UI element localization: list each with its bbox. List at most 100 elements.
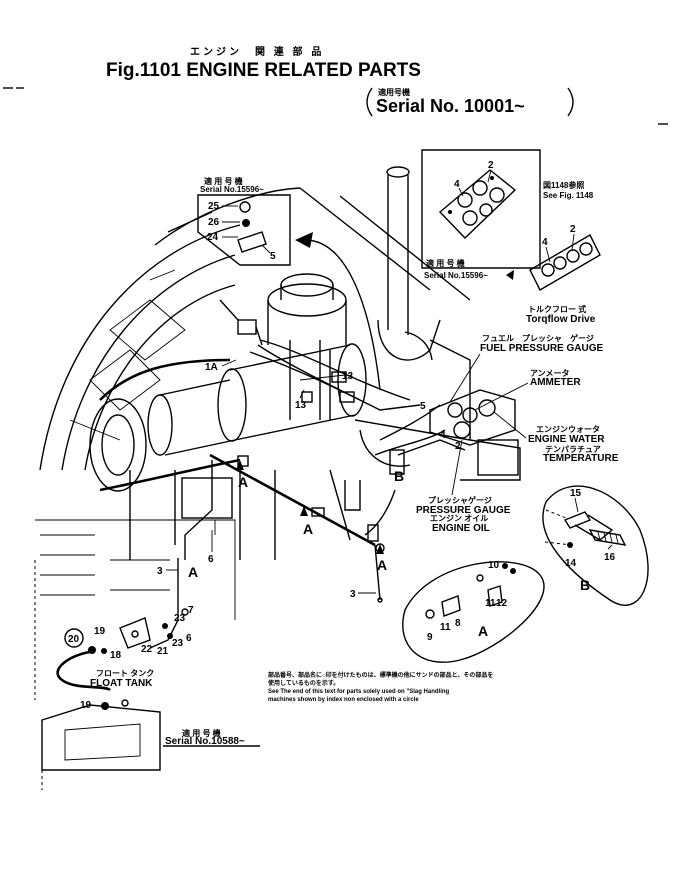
dash xyxy=(545,509,567,519)
view-ref-a: A xyxy=(377,557,387,573)
bottom-serial-jp: 適 用 号 機 xyxy=(182,728,221,738)
exhaust-top xyxy=(386,166,410,178)
float-hose xyxy=(56,650,111,692)
water-label: ENGINE WATER xyxy=(528,434,605,445)
callout-top-left: 適 用 号 機 Serial No.15596~ 25 26 24 5 xyxy=(197,176,291,266)
block-outline xyxy=(354,419,471,441)
part-number-2: 2 xyxy=(455,441,461,452)
housing-panel xyxy=(109,299,186,361)
instrument-panel xyxy=(429,389,516,446)
part-number-23: 23 xyxy=(174,613,186,624)
part-number: 5 xyxy=(270,251,276,262)
bracket xyxy=(219,299,239,321)
lower-cylinder xyxy=(164,439,236,456)
float-jp: フロート タンク xyxy=(96,668,154,678)
part-number-3: 3 xyxy=(157,566,163,577)
view-ref-a: A xyxy=(188,564,198,580)
part-number-16: 16 xyxy=(604,552,616,563)
part-number: 25 xyxy=(208,201,220,212)
harness-clip xyxy=(311,507,325,517)
gauge-ring xyxy=(541,263,555,277)
callout-box xyxy=(421,149,541,269)
gauge-oil xyxy=(453,421,471,439)
ammeter-jp: アンメータ xyxy=(530,368,569,378)
part-number-4: 4 xyxy=(440,430,446,441)
gauge-hole xyxy=(489,187,505,203)
leader xyxy=(607,544,613,550)
clamp xyxy=(331,371,347,383)
diagram-header: エンジン 関 連 部 品 Fig.1101 ENGINE RELATED PAR… xyxy=(3,45,668,125)
bottom-serial: Serial No.10588~ xyxy=(165,736,245,747)
gauge-ring xyxy=(579,242,593,256)
part-number: 4 xyxy=(542,237,548,248)
gauge-hole xyxy=(457,192,473,208)
thread-marks xyxy=(597,531,619,544)
see-fig-jp: 図1148参照 xyxy=(543,180,584,190)
leader xyxy=(545,246,551,263)
washer xyxy=(510,568,516,574)
washer xyxy=(242,219,250,227)
note-jp-line2: 使用しているものを示す。 xyxy=(267,679,339,687)
gauge-ring xyxy=(553,256,567,270)
see-fig: See Fig. 1148 xyxy=(543,191,594,200)
block-outline xyxy=(460,439,521,481)
clamp xyxy=(339,391,355,403)
footnotes: 部品番号、部品名に○印を付けたものは、標準機の他にサンドの部品と、その部品を 使… xyxy=(267,671,493,703)
bolt-body xyxy=(574,514,614,541)
nut xyxy=(567,542,573,548)
lower-cylinder-end xyxy=(147,394,173,456)
bolt-head xyxy=(425,609,435,619)
title-japanese: エンジン 関 連 部 品 xyxy=(190,45,324,58)
leader xyxy=(451,439,463,496)
ammeter-label: AMMETER xyxy=(530,377,581,388)
part-number: 2 xyxy=(488,160,494,171)
detail-oval xyxy=(402,561,545,663)
wire xyxy=(359,429,411,467)
part-number-11: 11 xyxy=(440,622,451,633)
view-ref-a: A xyxy=(238,474,248,490)
part-number: 24 xyxy=(207,232,219,243)
connector xyxy=(563,511,592,529)
part-number-7: 7 xyxy=(188,605,194,616)
figure-title: Fig.1101 ENGINE RELATED PARTS xyxy=(106,60,421,81)
gauge-hole xyxy=(472,180,488,196)
note-en-line2: machines shown by index non enclosed wit… xyxy=(268,697,419,703)
part-number-13: 13 xyxy=(342,371,354,382)
detail-a: 10 12 11 8 11 9 A xyxy=(402,560,545,663)
sender-unit xyxy=(389,449,405,475)
cylinder-end xyxy=(217,368,247,442)
engine-box xyxy=(181,477,233,519)
part-number-23: 23 xyxy=(172,638,184,649)
detail-oval xyxy=(542,485,649,606)
view-ref-a: A xyxy=(303,521,313,537)
upper-cyl-cap xyxy=(280,273,334,297)
oil-jp: エンジン オイル xyxy=(430,514,488,523)
gauge-hole xyxy=(462,210,478,226)
nut xyxy=(162,623,168,629)
gauge-labels: トルクフロー 式 Torqflow Drive フュエル プレッシャ ゲージ F… xyxy=(416,304,619,534)
part-number-13: 13 xyxy=(295,400,307,411)
part-number-9: 9 xyxy=(427,632,433,643)
callout-serial: Serial No.15596~ xyxy=(424,271,488,280)
part-number-18: 18 xyxy=(110,650,122,661)
housing-top xyxy=(154,187,301,246)
float-wire xyxy=(149,619,179,649)
float-bracket xyxy=(119,617,151,649)
view-ref-b: B xyxy=(394,468,404,484)
loose-gauge-panel: 4 2 xyxy=(529,224,601,291)
part-number: 4 xyxy=(454,179,460,190)
part-number-5: 5 xyxy=(420,401,426,412)
clip xyxy=(441,595,461,617)
tank-fitting xyxy=(101,702,109,710)
main-part-numbers: 1A 13 13 5 4 2 6 3 3 xyxy=(157,359,461,603)
part-number: 2 xyxy=(570,224,576,235)
clip xyxy=(487,585,503,607)
screw xyxy=(490,176,494,180)
bracket-hole xyxy=(131,630,139,638)
leader xyxy=(571,233,575,251)
wire xyxy=(299,374,346,381)
float-label: FLOAT TANK xyxy=(90,678,153,689)
screw xyxy=(448,210,452,214)
leader xyxy=(474,382,529,411)
washer xyxy=(476,574,484,582)
